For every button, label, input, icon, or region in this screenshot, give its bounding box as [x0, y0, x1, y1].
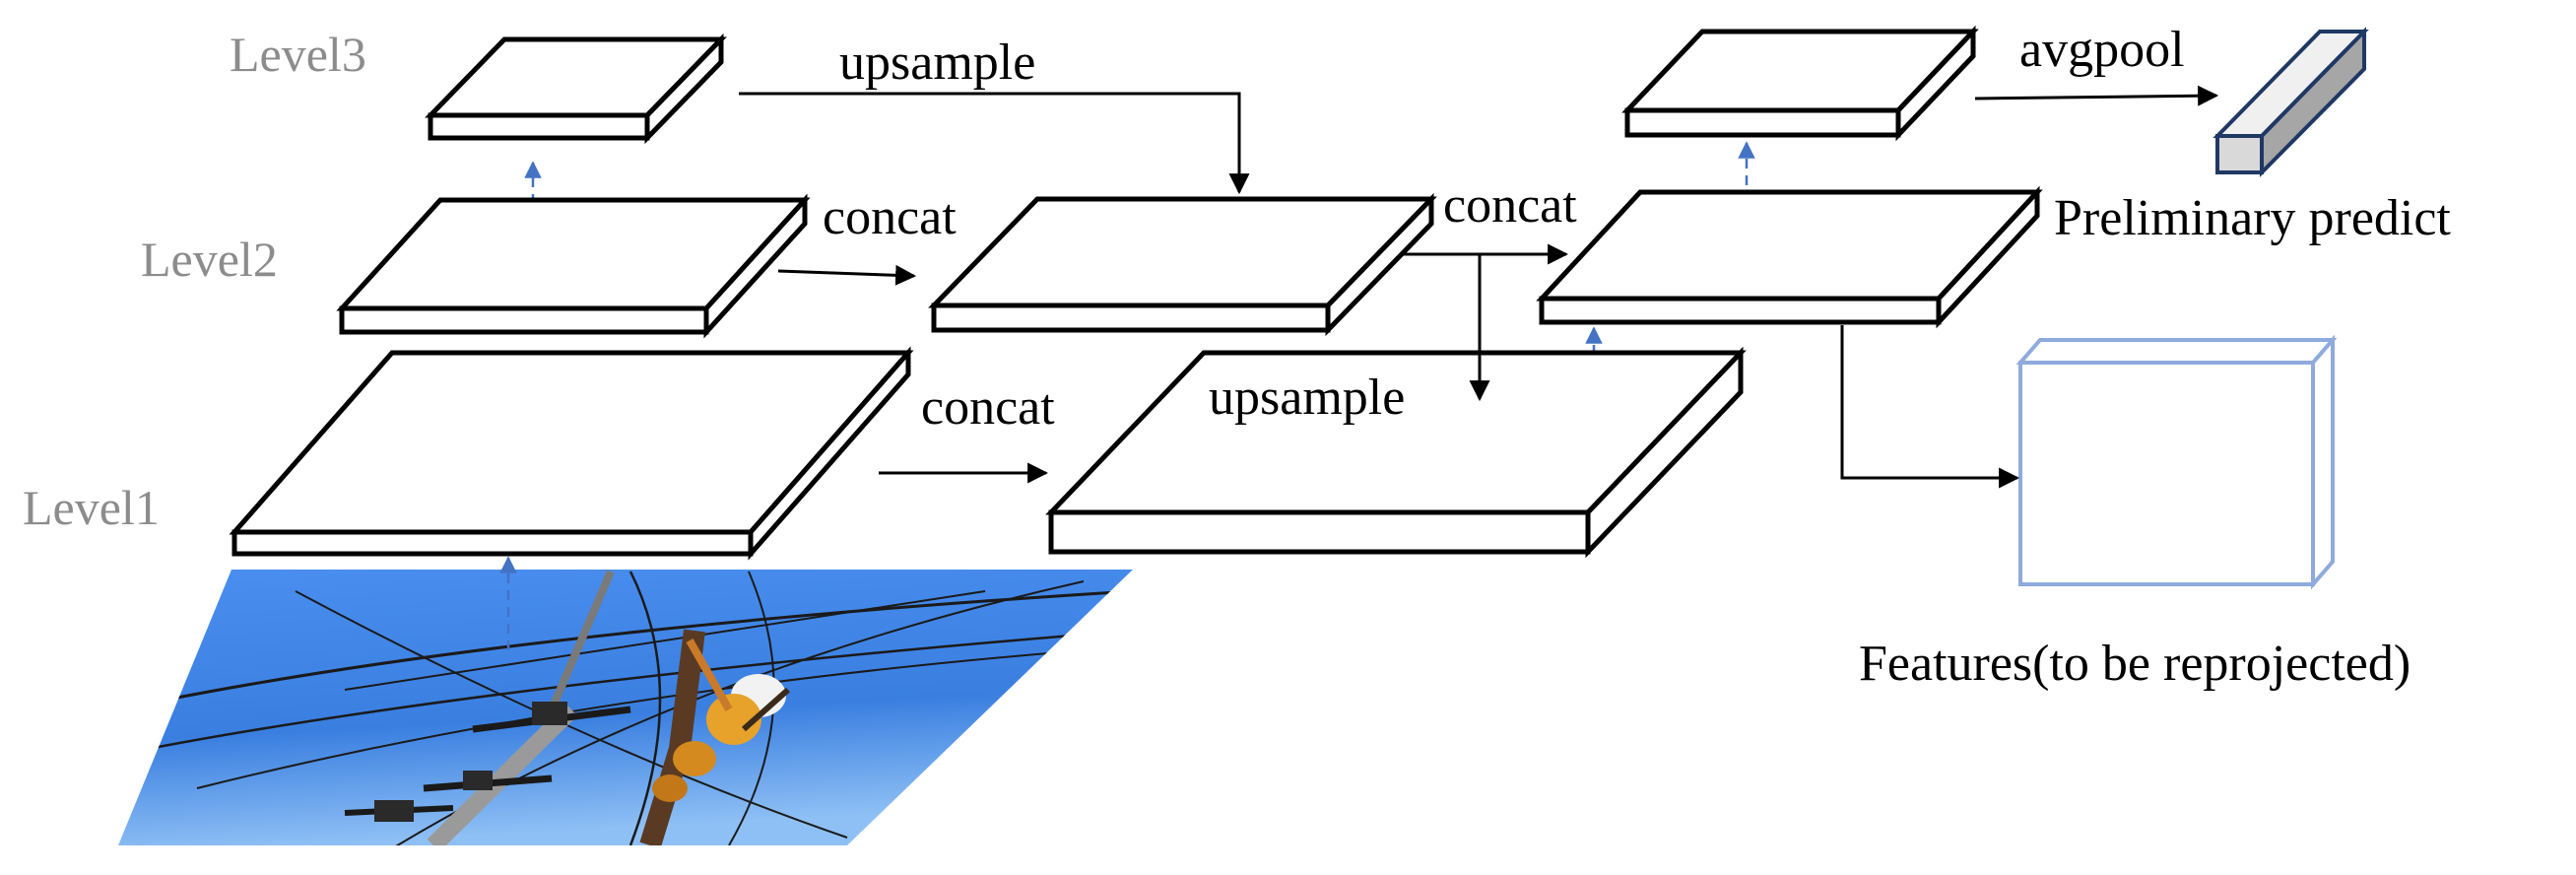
right-column — [1536, 25, 2043, 329]
middle-bottom-slab — [1045, 346, 1747, 559]
features-cube — [2015, 334, 2338, 590]
right-concat-slab — [1536, 185, 2043, 329]
upsample-mid-label: upsample — [1209, 370, 1405, 426]
arrows — [739, 85, 2219, 489]
level3-slab — [425, 33, 727, 145]
level3-label: Level3 — [230, 27, 366, 82]
concat-level2-label: concat — [823, 189, 957, 245]
arrow-upsample-top — [739, 92, 1250, 195]
level1-label: Level1 — [23, 480, 160, 535]
right-top-slab — [1621, 25, 1979, 142]
arrow-concat-level2 — [777, 264, 917, 286]
level1-slab — [229, 346, 914, 561]
left-pyramid — [229, 33, 914, 561]
concat-right-label: concat — [1443, 177, 1577, 234]
preliminary-predict-label: Preliminary predict — [2054, 190, 2451, 246]
level2-slab — [336, 193, 811, 339]
features-label: Features(to be reprojected) — [1859, 636, 2411, 692]
arrow-avgpool — [1974, 85, 2219, 106]
arrow-to-features — [1840, 325, 2020, 489]
avgpool-label: avgpool — [2019, 22, 2185, 78]
upsample-top-label: upsample — [839, 34, 1035, 91]
middle-column — [928, 192, 1747, 559]
preliminary-predict-bar — [2213, 27, 2369, 177]
level2-label: Level2 — [141, 232, 278, 287]
concat-level1-label: concat — [921, 379, 1055, 436]
middle-top-slab — [928, 192, 1437, 337]
input-image — [118, 570, 1133, 845]
